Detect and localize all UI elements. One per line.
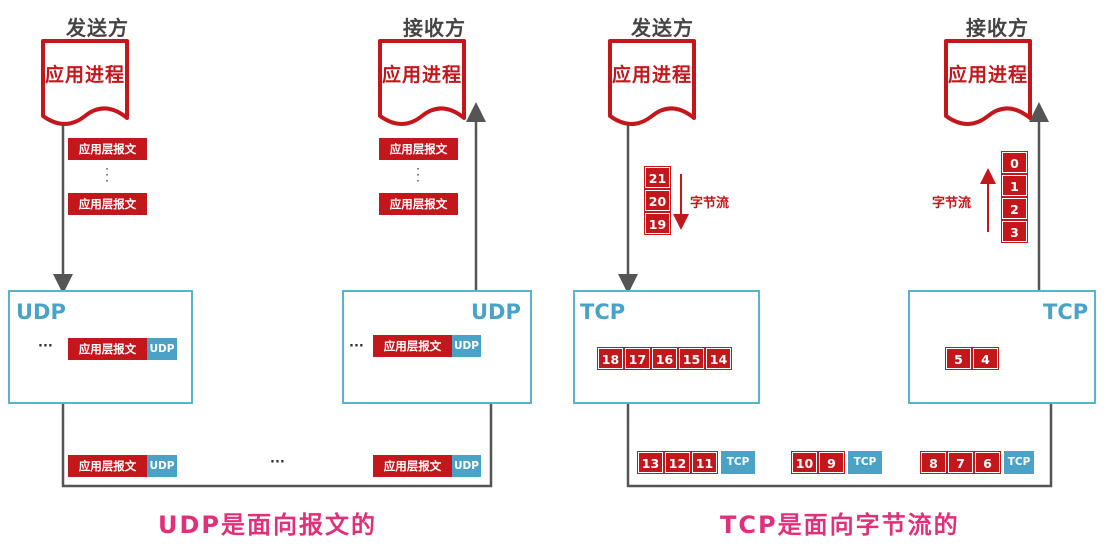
app-process-label: 应用进程 <box>381 64 462 86</box>
tcp-sender-box <box>573 290 760 404</box>
tcp-recv-stream-byte: 3 <box>1002 221 1027 242</box>
tcp-send-buffer-byte: 14 <box>706 348 731 369</box>
udp-sender-ellipsis: ··· <box>38 339 53 354</box>
udp-receiver-protocol-label: UDP <box>471 300 521 324</box>
udp-datagram-message: 应用层报文 <box>68 455 147 477</box>
tcp-send-buffer-byte: 17 <box>625 348 650 369</box>
tcp-sender-protocol-label: TCP <box>580 300 626 324</box>
udp-recv-message: 应用层报文 <box>379 138 458 160</box>
tcp-recv-buffer-byte: 4 <box>973 348 998 369</box>
udp-send-message: 应用层报文 <box>68 138 147 160</box>
tcp-recv-stream-byte: 2 <box>1002 198 1027 219</box>
tcp-segment-byte: 8 <box>921 452 946 473</box>
tcp-receiver-box <box>908 290 1096 404</box>
tcp-segment-byte: 7 <box>948 452 973 473</box>
tcp-header: TCP <box>848 451 882 474</box>
udp-header: UDP <box>452 335 481 357</box>
udp-sender-buffer-message: 应用层报文 <box>68 338 147 360</box>
tcp-receiver-app-process: 应用进程 <box>943 38 1033 130</box>
document-icon <box>378 39 466 126</box>
tcp-recv-buffer-byte: 5 <box>946 348 971 369</box>
udp-sender-app-process: 应用进程 <box>40 38 130 130</box>
tcp-send-buffer-byte: 16 <box>652 348 677 369</box>
tcp-send-stream-byte: 20 <box>645 190 670 211</box>
udp-recv-message: 应用层报文 <box>379 193 458 215</box>
udp-receiver-app-process: 应用进程 <box>377 38 467 130</box>
tcp-send-byte-stream-label: 字节流 <box>690 196 730 211</box>
tcp-receiver-label: 接收方 <box>966 16 1029 40</box>
tcp-recv-byte-stream-label: 字节流 <box>932 196 972 211</box>
udp-network-ellipsis: ··· <box>270 455 285 470</box>
document-icon <box>944 39 1032 126</box>
tcp-send-buffer-byte: 18 <box>598 348 623 369</box>
document-icon <box>608 39 696 126</box>
tcp-recv-stream-byte: 0 <box>1002 152 1027 173</box>
tcp-header: TCP <box>721 451 755 474</box>
tcp-header: TCP <box>1004 451 1034 474</box>
udp-header: UDP <box>147 338 177 360</box>
udp-receiver-ellipsis: ··· <box>349 339 364 354</box>
udp-header: UDP <box>147 455 177 477</box>
tcp-segment-byte: 13 <box>638 452 663 473</box>
udp-send-message: 应用层报文 <box>68 193 147 215</box>
udp-network-path <box>61 403 493 488</box>
tcp-receiver-protocol-label: TCP <box>1043 300 1089 324</box>
udp-send-vertical-ellipsis: ··· <box>105 162 109 188</box>
udp-caption: UDP是面向报文的 <box>158 511 377 539</box>
tcp-segment-byte: 10 <box>792 452 817 473</box>
udp-receiver-label: 接收方 <box>403 16 466 40</box>
udp-receiver-buffer-message: 应用层报文 <box>373 335 452 357</box>
tcp-segment-byte: 11 <box>692 452 717 473</box>
app-process-label: 应用进程 <box>947 64 1028 86</box>
tcp-segment-byte: 6 <box>975 452 1000 473</box>
udp-sender-label: 发送方 <box>66 16 129 40</box>
tcp-send-stream-byte: 21 <box>645 167 670 188</box>
tcp-sender-label: 发送方 <box>631 16 694 40</box>
udp-recv-vertical-ellipsis: ··· <box>416 162 420 188</box>
tcp-segment-byte: 12 <box>665 452 690 473</box>
tcp-segment-byte: 9 <box>819 452 844 473</box>
tcp-sender-app-process: 应用进程 <box>607 38 697 130</box>
app-process-label: 应用进程 <box>611 64 692 86</box>
tcp-send-stream-byte: 19 <box>645 213 670 234</box>
udp-datagram-message: 应用层报文 <box>373 455 452 477</box>
document-icon <box>41 39 129 126</box>
udp-header: UDP <box>452 455 481 477</box>
app-process-label: 应用进程 <box>44 64 125 86</box>
udp-sender-protocol-label: UDP <box>16 300 66 324</box>
tcp-network-path <box>626 403 1053 488</box>
tcp-caption: TCP是面向字节流的 <box>720 511 960 539</box>
tcp-recv-stream-byte: 1 <box>1002 175 1027 196</box>
tcp-send-buffer-byte: 15 <box>679 348 704 369</box>
